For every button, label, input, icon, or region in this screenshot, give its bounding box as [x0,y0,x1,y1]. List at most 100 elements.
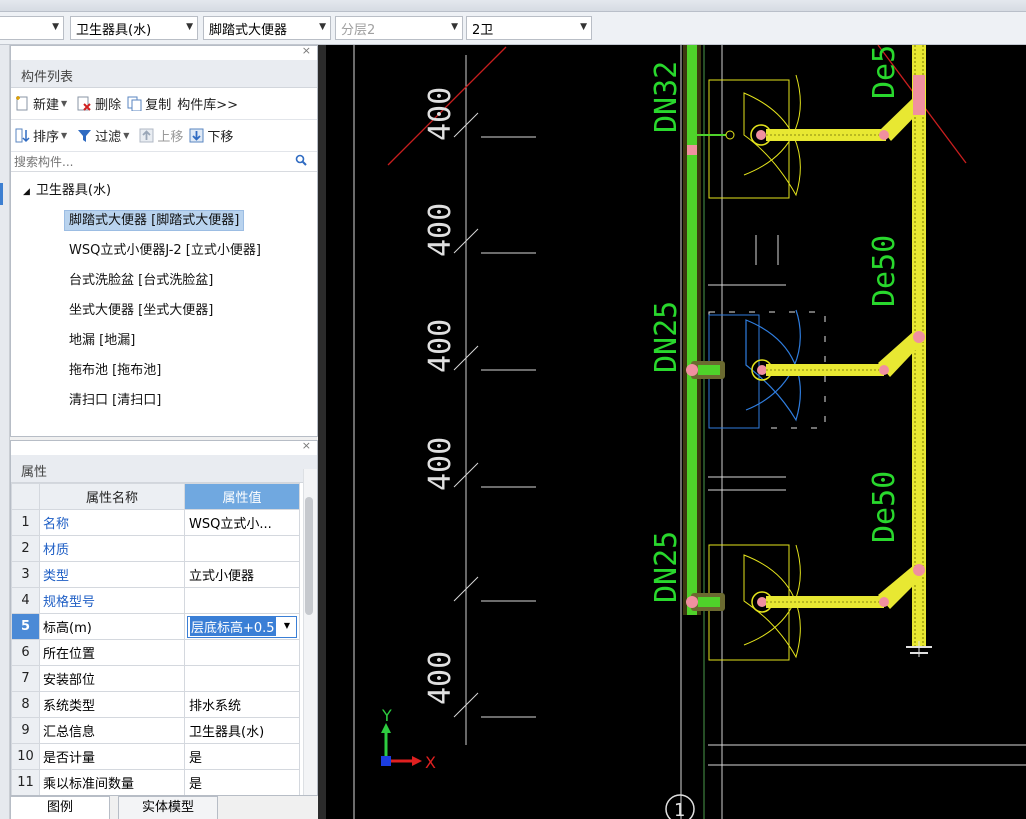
room-combo[interactable]: 2卫▼ [466,16,592,40]
svg-text:X: X [425,753,436,772]
property-name-header: 属性名称 [39,483,185,510]
new-icon [15,96,30,111]
property-name: 类型 [39,561,185,588]
property-value[interactable] [184,639,300,666]
pipe-label: DN32 [649,61,684,133]
chevron-down-icon: ▼ [186,22,193,32]
sort-button[interactable]: 排序▼ [15,126,71,145]
property-value-editor[interactable]: 层底标高+0.5▼ [184,613,300,640]
property-name: 规格型号 [39,587,185,614]
row-number: 11 [11,769,40,795]
dim-label: 400 [423,437,458,491]
tab-solid-model[interactable]: 实体模型 [118,796,218,819]
property-name: 乘以标准间数量 [39,769,185,795]
row-number: 9 [11,717,40,744]
property-value[interactable] [184,665,300,692]
property-value[interactable]: 是 [184,743,300,770]
chevron-down-icon: ▼ [319,22,326,32]
properties-scrollbar-thumb[interactable] [305,497,313,615]
component-library-button[interactable]: 构件库>> [177,98,238,113]
tree-item[interactable]: 脚踏式大便器 [脚踏式大便器] [11,208,317,238]
property-value[interactable] [184,587,300,614]
chevron-down-icon[interactable]: ▼ [283,620,290,630]
close-icon[interactable]: × [301,44,311,57]
row-number: 4 [11,587,40,614]
category-combo[interactable]: 卫生器具(水)▼ [70,16,198,40]
ribbon-strip [0,0,1026,12]
property-value[interactable]: 排水系统 [184,691,300,718]
property-name: 是否计量 [39,743,185,770]
tree-item[interactable]: 清扫口 [清扫口] [69,393,162,408]
sort-icon [15,128,30,143]
tree-item[interactable]: 台式洗脸盆 [台式洗脸盆] [69,273,214,288]
property-name: 标高(m) [39,613,185,640]
fixture-group[interactable] [686,74,925,661]
property-name: 安装部位 [39,665,185,692]
elevation-select[interactable]: 层底标高+0.5▼ [187,615,297,638]
layer-combo[interactable]: 分层2▼ [335,16,463,40]
property-name: 系统类型 [39,691,185,718]
tree-category[interactable]: ◢卫生器具(水) [23,183,112,198]
component-list-panel: × 构件列表 新建▼ 删除 复制 构件库>> 排序▼ 过滤▼ 上移 [10,44,318,437]
active-marker [0,183,3,205]
new-button[interactable]: 新建▼ [15,94,71,113]
toolbar: ▼ 卫生器具(水)▼ 脚踏式大便器▼ 分层2▼ 2卫▼ [0,12,1026,45]
delete-button[interactable]: 删除 [77,94,121,113]
tree-item[interactable]: 坐式大便器 [坐式大便器] [69,303,214,318]
cad-drawing[interactable]: 400 400 400 400 400 DN32 DN25 DN25 De50 … [326,45,1026,819]
chevron-down-icon: ▼ [580,22,587,32]
property-value[interactable]: WSQ立式小... [184,509,300,536]
delete-icon [77,96,92,111]
pipe-label: DN25 [649,301,684,373]
property-name: 名称 [39,509,185,536]
row-number: 7 [11,665,40,692]
property-value[interactable]: 是 [184,769,300,795]
copy-button[interactable]: 复制 [127,94,171,113]
row-number: 8 [11,691,40,718]
expand-icon[interactable]: ◢ [23,187,30,197]
pipe-label: De50 [867,45,902,99]
row-number: 1 [11,509,40,536]
copy-icon [127,96,142,112]
left-nav-strip [0,45,10,819]
panel-splitter[interactable] [318,45,326,819]
component-combo[interactable]: 脚踏式大便器▼ [203,16,331,40]
row-num-header [11,483,40,510]
search-input[interactable] [14,154,294,169]
close-icon[interactable]: × [301,440,311,452]
property-value[interactable] [184,535,300,562]
chevron-down-icon: ▼ [61,131,68,140]
property-value-header: 属性值 [184,483,300,510]
property-value[interactable]: 卫生器具(水) [184,717,300,744]
dim-label: 400 [423,203,458,257]
tree-item[interactable]: 拖布池 [拖布池] [69,363,162,378]
row-number: 6 [11,639,40,666]
cad-viewport[interactable]: 400 400 400 400 400 DN32 DN25 DN25 De50 … [326,45,1026,819]
tree-item[interactable]: 地漏 [地漏] [69,333,136,348]
row-number: 2 [11,535,40,562]
filter-button[interactable]: 过滤▼ [77,126,133,145]
move-up-button[interactable]: 上移 [139,126,183,145]
floor-combo[interactable]: ▼ [0,16,64,40]
svg-text:Y: Y [381,706,392,725]
property-value[interactable]: 立式小便器 [184,561,300,588]
tree-item[interactable]: WSQ立式小便器J-2 [立式小便器] [69,243,261,258]
tab-legend[interactable]: 图例 [10,796,110,819]
arrow-up-icon [139,128,154,143]
pipe-label: De50 [867,235,902,307]
move-down-button[interactable]: 下移 [189,126,233,145]
search-icon[interactable] [295,154,307,166]
